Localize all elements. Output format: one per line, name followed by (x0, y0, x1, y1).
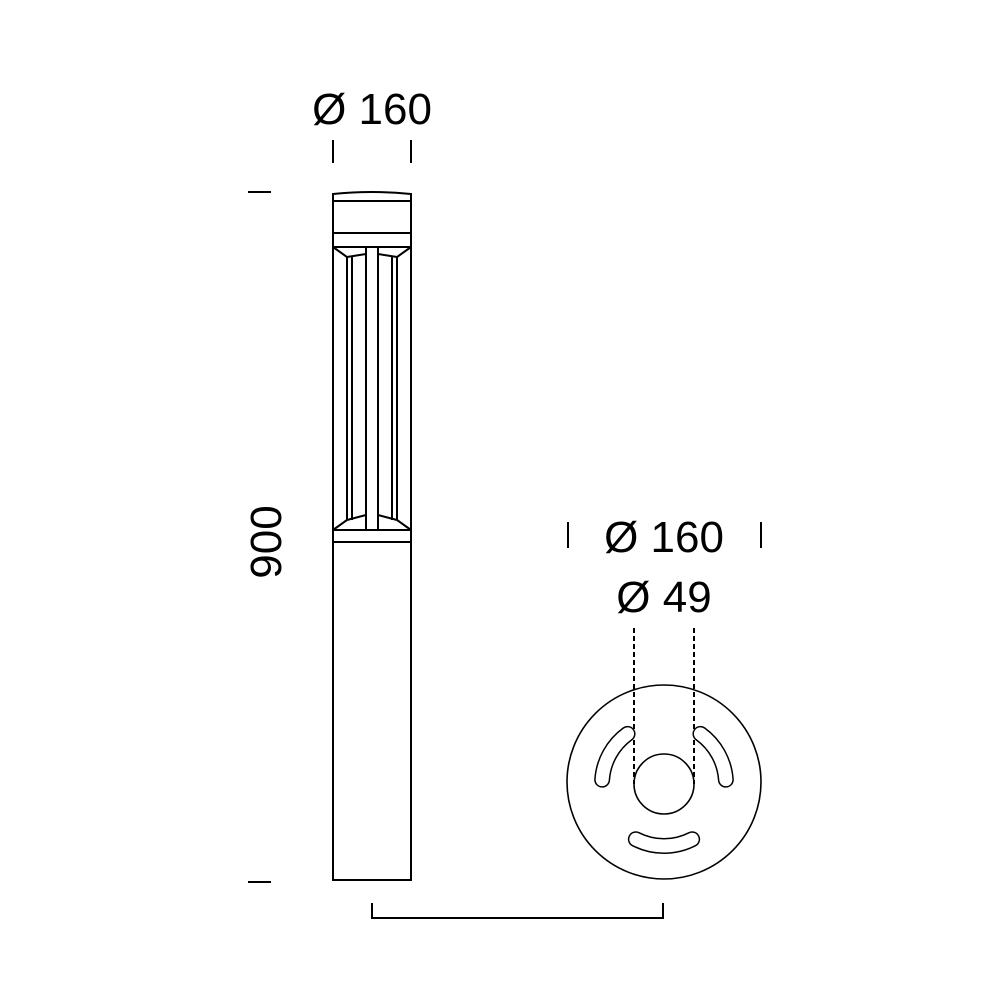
slot-3 (629, 832, 699, 853)
bottom-bracket (371, 903, 664, 919)
mounting-slots (594, 725, 734, 854)
slot-2 (693, 727, 733, 787)
slot-1 (595, 727, 635, 787)
base-plate (566, 684, 762, 880)
hole-diameter-label: Ø 49 (616, 573, 711, 622)
center-hole (633, 753, 695, 815)
height-label: 900 (242, 505, 291, 578)
bollard-side-view (332, 191, 412, 881)
pole-diameter-label: Ø 160 (312, 85, 432, 134)
base-diameter-label: Ø 160 (604, 513, 724, 562)
